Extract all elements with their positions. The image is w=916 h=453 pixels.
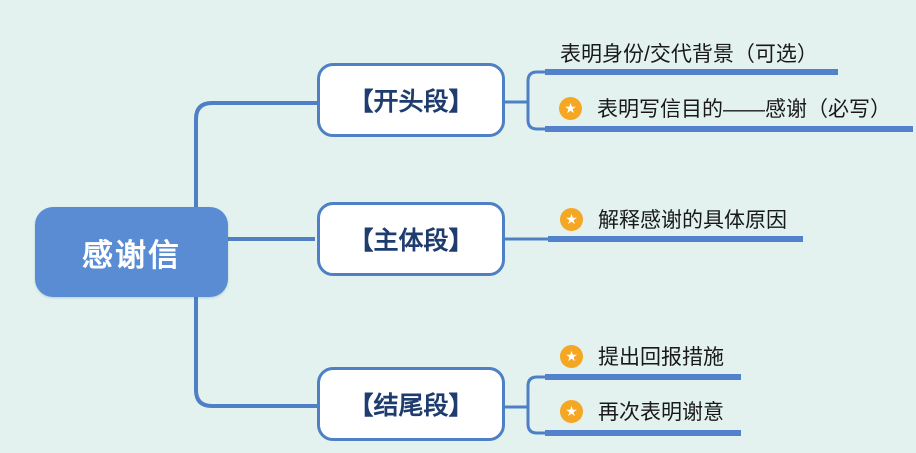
root-node-thank-you-letter[interactable]: 感谢信 [35,207,228,297]
closing-fork-line [526,375,546,435]
branch-node-body-paragraph[interactable]: 【主体段】 [317,202,505,276]
branch-label: 【开头段】 [348,88,474,116]
branch-node-closing-paragraph[interactable]: 【结尾段】 [317,367,505,441]
subtopic-express-thanks-again[interactable]: ★ 再次表明谢意 [560,396,724,426]
subtopic-state-identity-background[interactable]: 表明身份/交代背景（可选） [560,38,818,68]
root-node-label: 感谢信 [82,237,181,273]
star-icon: ★ [560,399,583,423]
star-icon: ★ [559,96,582,120]
branch-label: 【主体段】 [348,227,474,255]
subtopic-state-purpose-thanks[interactable]: ★ 表明写信目的——感谢（必写） [559,93,891,123]
star-icon: ★ [560,207,583,231]
branch-node-opening-paragraph[interactable]: 【开头段】 [317,63,505,137]
branch-label: 【结尾段】 [348,392,474,420]
subtopic-explain-specific-reason[interactable]: ★ 解释感谢的具体原因 [560,204,787,234]
subtopic-label: 表明身份/交代背景（可选） [560,43,818,66]
subtopic-propose-repayment[interactable]: ★ 提出回报措施 [560,341,724,371]
subtopic-label: 提出回报措施 [598,346,724,369]
subtopic-label: 再次表明谢意 [598,401,724,424]
opening-fork-line [526,70,546,131]
subtopic-label: 解释感谢的具体原因 [598,209,787,232]
star-icon: ★ [560,344,583,368]
subtopic-label: 表明写信目的——感谢（必写） [597,98,891,121]
